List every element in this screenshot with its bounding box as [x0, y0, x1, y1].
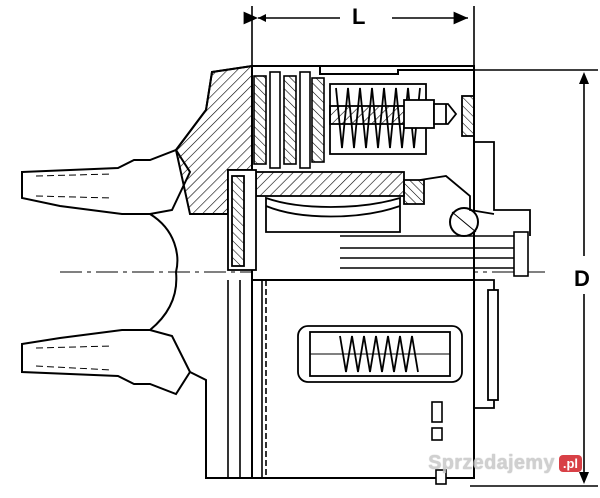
diameter-label: D	[574, 266, 590, 291]
lower-housing-detail	[227, 280, 267, 478]
dimension-D	[470, 69, 598, 487]
pressure-springs-upper	[329, 83, 427, 155]
locking-collar	[419, 141, 531, 409]
friction-disc-stack	[253, 71, 325, 169]
watermark-text: Sprzedajemy	[428, 451, 555, 474]
pressure-spring-lower	[297, 325, 463, 383]
adjustment-nut	[403, 95, 475, 137]
watermark-badge: .pl	[558, 454, 582, 472]
yoke-fork	[21, 64, 253, 479]
slot-markers	[431, 401, 447, 485]
watermark: Sprzedajemy .pl	[428, 450, 582, 476]
inner-hub	[227, 169, 425, 271]
dimension-L	[243, 6, 475, 70]
length-label: L	[352, 4, 366, 29]
splined-bore	[340, 231, 529, 277]
